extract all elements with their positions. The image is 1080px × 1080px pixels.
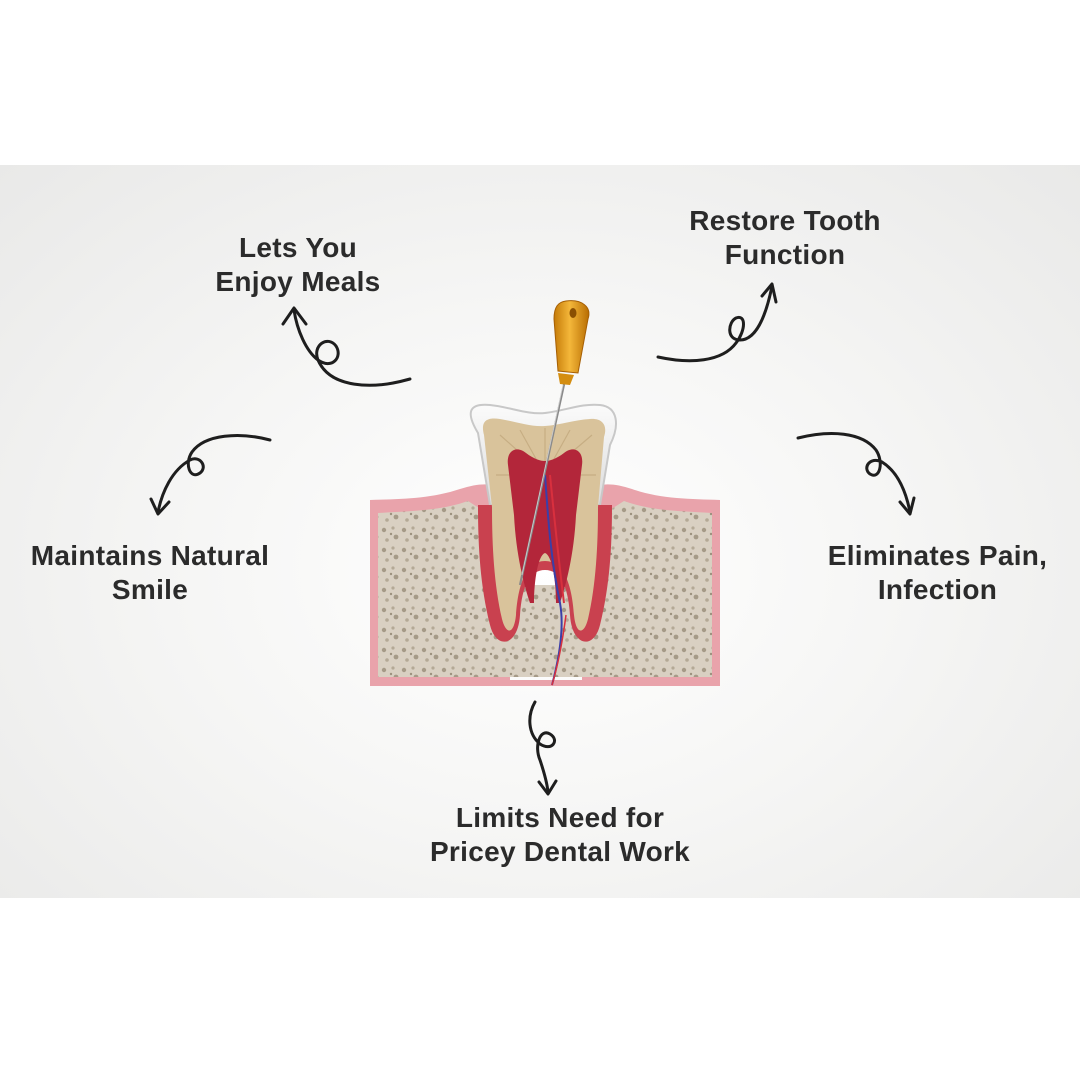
benefit-limits-cost: Limits Need for Pricey Dental Work xyxy=(395,801,725,869)
endodontic-file xyxy=(518,300,590,586)
benefit-natural-smile: Maintains Natural Smile xyxy=(0,539,300,607)
benefit-enjoy-meals: Lets You Enjoy Meals xyxy=(188,231,408,299)
benefit-eliminates-pain-line1: Eliminates Pain, xyxy=(827,540,1048,571)
gum-bone-block xyxy=(370,484,720,686)
benefit-restore-function-line1: Restore Tooth xyxy=(689,205,881,236)
benefit-limits-cost-line1: Limits Need for xyxy=(455,802,665,833)
benefit-natural-smile-line2: Smile xyxy=(111,574,189,605)
benefit-eliminates-pain: Eliminates Pain, Infection xyxy=(800,539,1075,607)
benefit-enjoy-meals-line2: Enjoy Meals xyxy=(215,266,381,297)
benefit-restore-function: Restore Tooth Function xyxy=(660,204,910,272)
molar-tooth xyxy=(469,403,617,686)
benefit-restore-function-line2: Function xyxy=(724,239,846,270)
benefit-eliminates-pain-line2: Infection xyxy=(877,574,998,605)
benefit-limits-cost-line2: Pricey Dental Work xyxy=(429,836,691,867)
benefit-enjoy-meals-line1: Lets You xyxy=(238,232,358,263)
root-canal-tooth-illustration xyxy=(370,300,720,686)
benefit-natural-smile-line1: Maintains Natural xyxy=(30,540,270,571)
